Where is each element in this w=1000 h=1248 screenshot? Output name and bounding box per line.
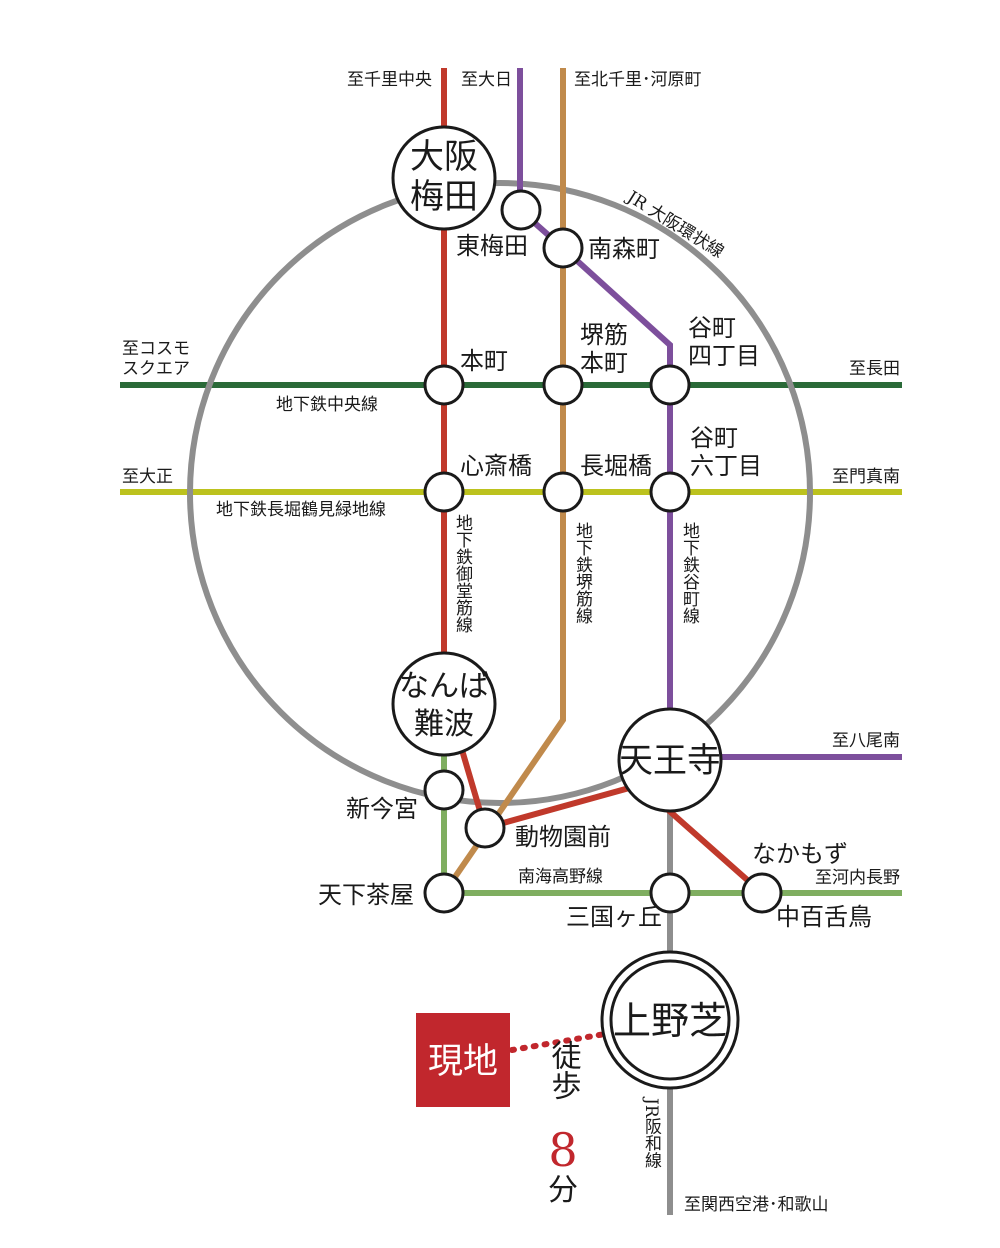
station-sakaisuji-honmachi[interactable] <box>542 364 584 406</box>
label-namba: なんば難波 <box>399 669 489 742</box>
station-tennoji[interactable] <box>617 707 723 813</box>
terminal-taisho: 至大正 <box>122 467 173 487</box>
sakaisuji-line-label: 地下鉄堺筋線 <box>572 522 593 624</box>
terminal-yao: 至八尾南 <box>832 731 900 751</box>
station-tanimachi4[interactable] <box>649 364 691 406</box>
station-umeda[interactable] <box>391 125 497 231</box>
label-honmachi: 本町 <box>460 347 508 375</box>
station-tanimachi6[interactable] <box>649 471 691 513</box>
station-dobutsuen[interactable] <box>464 807 506 849</box>
label-nakamozu-kana: なかもず <box>752 840 848 868</box>
label-tanimachi6: 谷町六丁目 <box>690 424 762 480</box>
station-minami-morimachi[interactable] <box>542 227 584 269</box>
tanimachi-line-label: 地下鉄谷町線 <box>679 522 700 624</box>
site-marker[interactable] <box>416 1013 510 1107</box>
label-shinsaibashi: 心斎橋 <box>460 452 532 480</box>
walk-route <box>509 1031 608 1053</box>
station-nagahoribashi[interactable] <box>542 471 584 513</box>
label-umeda: 大阪梅田 <box>410 137 478 217</box>
terminal-dainichi: 至大日 <box>461 70 512 90</box>
hanwa-line-label: JR阪和線 <box>641 1096 662 1169</box>
terminal-kita-senri: 至北千里･河原町 <box>574 70 702 90</box>
label-shin-imamiya: 新今宮 <box>346 795 418 823</box>
station-uenoshiba-inner <box>609 959 731 1081</box>
label-tennoji: 天王寺 <box>619 741 721 781</box>
station-higashi-umeda[interactable] <box>500 189 542 231</box>
terminal-senri-chuo: 至千里中央 <box>347 70 432 90</box>
site-label: 現地 <box>428 1042 498 1082</box>
nankai-line-label: 南海高野線 <box>518 867 603 887</box>
label-nagahoribashi: 長堀橋 <box>580 452 652 480</box>
terminal-kansai: 至関西空港･和歌山 <box>684 1195 829 1215</box>
terminal-cosmo: 至コスモスクエア <box>122 339 190 379</box>
station-mikunigaoka[interactable] <box>649 872 691 914</box>
station-honmachi[interactable] <box>423 364 465 406</box>
walk-minutes: 8 <box>548 1123 577 1177</box>
label-higashi-umeda: 東梅田 <box>456 232 528 260</box>
label-tanimachi4: 谷町四丁目 <box>688 314 760 370</box>
station-shin-imamiya[interactable] <box>423 769 465 811</box>
tanimachi-line <box>517 68 902 760</box>
station-tengachaya[interactable] <box>423 872 465 914</box>
label-tengachaya: 天下茶屋 <box>318 881 414 909</box>
label-nakamozu: 中百舌鳥 <box>776 903 872 931</box>
nagahori-line-label: 地下鉄長堀鶴見緑地線 <box>216 500 386 520</box>
walk-prefix: 徒歩 <box>546 1040 582 1100</box>
station-namba[interactable] <box>391 651 497 757</box>
jr-loop-line <box>187 180 813 806</box>
label-minami-morimachi: 南森町 <box>588 235 660 263</box>
station-shinsaibashi[interactable] <box>423 471 465 513</box>
walk-unit: 分 <box>548 1173 578 1208</box>
terminal-kadoma: 至門真南 <box>832 467 900 487</box>
label-dobutsuen: 動物園前 <box>515 823 611 851</box>
terminal-nagata: 至長田 <box>849 359 900 379</box>
label-sakaisuji-honmachi: 堺筋本町 <box>580 321 628 377</box>
label-mikunigaoka: 三国ヶ丘 <box>566 903 662 931</box>
midosuji-branch <box>459 749 764 896</box>
midosuji-line-label: 地下鉄御堂筋線 <box>452 514 473 633</box>
station-nakamozu[interactable] <box>741 872 783 914</box>
label-uenoshiba: 上野芝 <box>613 999 727 1043</box>
terminal-kawachi: 至河内長野 <box>815 868 900 888</box>
chuo-line-label: 地下鉄中央線 <box>276 395 378 415</box>
